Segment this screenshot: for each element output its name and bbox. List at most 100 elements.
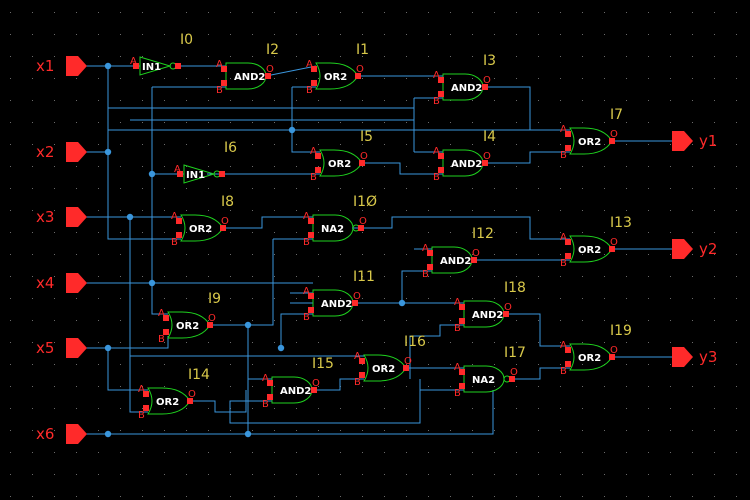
svg-text:O: O xyxy=(610,345,618,356)
svg-text:B: B xyxy=(138,410,145,421)
gate-instance-label: I19 xyxy=(610,323,632,339)
svg-text:A: A xyxy=(306,59,313,70)
svg-text:B: B xyxy=(216,85,223,96)
svg-text:B: B xyxy=(454,388,461,399)
gate-instance-label: I0 xyxy=(180,32,193,48)
svg-text:O: O xyxy=(360,151,368,162)
svg-text:O: O xyxy=(359,216,367,227)
svg-text:O: O xyxy=(472,248,480,259)
gate-type-label: OR2 xyxy=(328,159,351,170)
output-port-y3[interactable]: y3 xyxy=(672,347,717,367)
output-port-y1[interactable]: y1 xyxy=(672,131,717,151)
gate-type-label: AND2 xyxy=(440,256,471,267)
svg-text:B: B xyxy=(262,399,269,410)
input-port-x4[interactable]: x4 xyxy=(36,273,87,293)
svg-text:O: O xyxy=(353,291,361,302)
gate-type-label: AND2 xyxy=(472,310,503,321)
svg-text:A: A xyxy=(433,70,440,81)
gate-type-label: OR2 xyxy=(324,72,347,83)
svg-text:A: A xyxy=(560,124,567,135)
gate-type-label: NA2 xyxy=(321,224,344,235)
svg-text:B: B xyxy=(560,150,567,161)
gate-instance-label: I17 xyxy=(504,345,526,361)
svg-text:A: A xyxy=(433,146,440,157)
io-ports: x1 x2 x3 x4 x5 x6 y1 y2 y3 xyxy=(36,56,717,444)
svg-text:A: A xyxy=(422,243,429,254)
gate-instance-label: I1 xyxy=(356,42,369,58)
gate-type-label: AND2 xyxy=(451,83,482,94)
gate-instance-label: I16 xyxy=(404,334,426,350)
input-port-label: x1 xyxy=(36,57,54,75)
svg-text:B: B xyxy=(310,172,317,183)
gate-type-label: AND2 xyxy=(280,386,311,397)
gate-type-label: IN1 xyxy=(142,62,161,73)
svg-text:A: A xyxy=(158,308,165,319)
gate-type-label: OR2 xyxy=(156,397,179,408)
input-port-x1[interactable]: x1 xyxy=(36,56,87,76)
gate-type-label: OR2 xyxy=(189,224,212,235)
gate-instance-label: I14 xyxy=(188,367,210,383)
gate-instance-label: I18 xyxy=(504,280,526,296)
gate-i9[interactable]: A B O OR2 I9 xyxy=(158,291,221,345)
svg-text:B: B xyxy=(560,258,567,269)
gate-type-label: AND2 xyxy=(321,299,352,310)
gate-instance-label: I4 xyxy=(483,129,496,145)
gate-i6[interactable]: IN1 A I6 xyxy=(174,140,237,184)
svg-text:B: B xyxy=(303,312,310,323)
input-port-x3[interactable]: x3 xyxy=(36,207,87,227)
svg-text:A: A xyxy=(216,59,223,70)
gate-instance-label: I5 xyxy=(360,129,373,145)
svg-text:O: O xyxy=(266,64,274,75)
svg-text:A: A xyxy=(174,164,181,175)
svg-text:A: A xyxy=(354,351,361,362)
svg-text:O: O xyxy=(208,313,216,324)
input-port-x5[interactable]: x5 xyxy=(36,338,87,358)
svg-text:O: O xyxy=(312,378,320,389)
svg-text:O: O xyxy=(610,129,618,140)
svg-text:O: O xyxy=(610,237,618,248)
input-port-x2[interactable]: x2 xyxy=(36,142,87,162)
output-port-label: y2 xyxy=(699,240,717,258)
gate-instance-label: I15 xyxy=(312,356,334,372)
svg-text:B: B xyxy=(560,366,567,377)
output-port-y2[interactable]: y2 xyxy=(672,239,717,259)
svg-text:O: O xyxy=(404,356,412,367)
svg-text:O: O xyxy=(504,302,512,313)
svg-text:A: A xyxy=(303,286,310,297)
svg-text:B: B xyxy=(303,237,310,248)
gate-instance-label: I6 xyxy=(224,140,237,156)
gate-type-label: OR2 xyxy=(578,245,601,256)
gate-instance-label: I7 xyxy=(610,107,623,123)
svg-text:A: A xyxy=(454,362,461,373)
output-port-label: y3 xyxy=(699,348,717,366)
gate-instance-label: I13 xyxy=(610,215,632,231)
gate-instance-label: I2 xyxy=(266,42,279,58)
wires xyxy=(85,65,672,435)
gate-instance-label: I9 xyxy=(208,291,221,307)
input-port-label: x6 xyxy=(36,425,54,443)
svg-text:B: B xyxy=(158,334,165,345)
input-port-x6[interactable]: x6 xyxy=(36,424,87,444)
gate-type-label: OR2 xyxy=(176,321,199,332)
svg-text:A: A xyxy=(262,373,269,384)
gate-type-label: IN1 xyxy=(186,170,205,181)
